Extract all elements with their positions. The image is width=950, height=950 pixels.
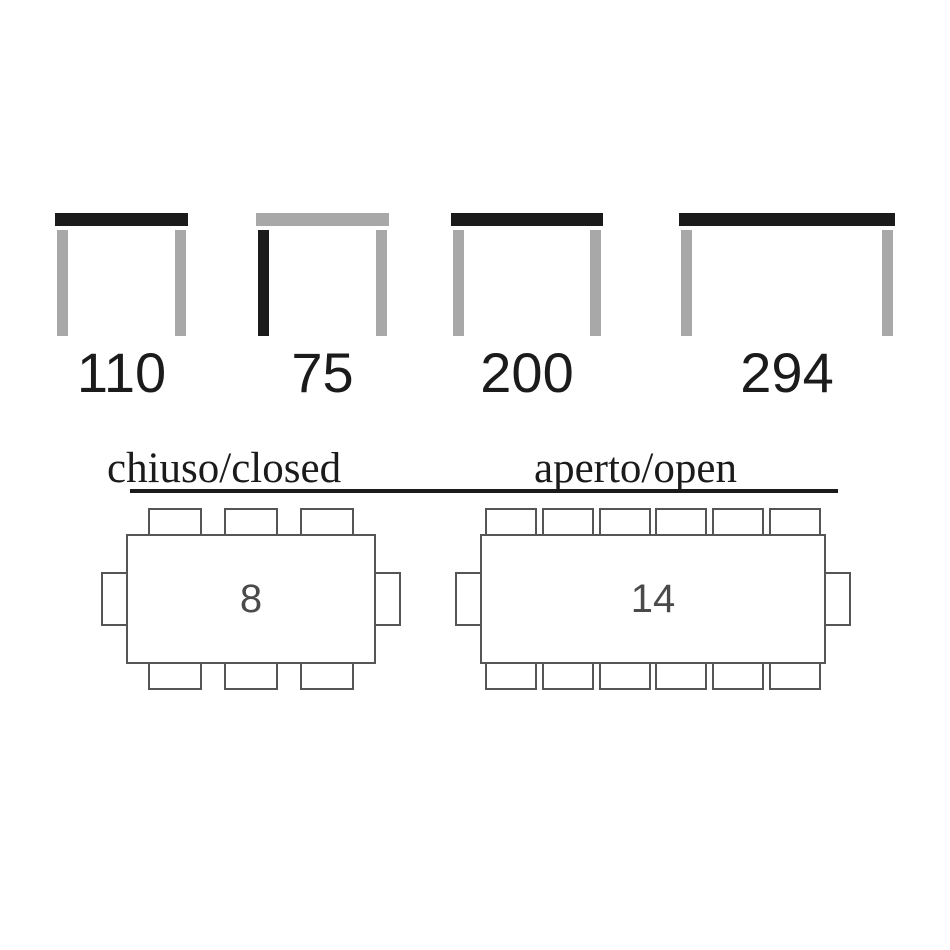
elevation-height-75 <box>256 213 389 338</box>
chair-top <box>224 508 278 536</box>
chair-top <box>712 508 765 536</box>
chair-bottom <box>655 662 708 690</box>
dimension-label-110: 110 <box>76 341 167 404</box>
elevation-width-closed-200 <box>451 213 603 338</box>
chair-bottom <box>712 662 765 690</box>
section-label-open: aperto/open <box>534 445 737 492</box>
chair-left <box>455 572 482 626</box>
chair-bottom <box>300 662 354 690</box>
elevation-depth-110 <box>55 213 188 338</box>
chair-bottom <box>484 662 537 690</box>
table-outline <box>126 534 376 664</box>
table-leg-right <box>882 230 893 336</box>
dimension-label-294: 294 <box>740 341 834 404</box>
table-top-bar <box>679 213 895 226</box>
dimension-label-200: 200 <box>480 341 574 404</box>
table-leg-right <box>376 230 387 336</box>
chair-top <box>300 508 354 536</box>
chair-bottom <box>541 662 594 690</box>
chair-top <box>541 508 594 536</box>
table-top-bar <box>451 213 603 226</box>
elevation-width-open-294 <box>679 213 895 338</box>
chair-bottom <box>769 662 822 690</box>
chair-top <box>598 508 651 536</box>
table-leg-left <box>258 230 269 336</box>
table-top-bar <box>256 213 389 226</box>
table-top-bar <box>55 213 188 226</box>
table-leg-left <box>453 230 464 336</box>
chair-bottom <box>148 662 202 690</box>
seat-count-label: 14 <box>630 577 676 621</box>
chair-right <box>824 572 851 626</box>
dimension-label-75: 75 <box>291 341 354 404</box>
chair-top <box>484 508 537 536</box>
chair-top <box>769 508 822 536</box>
seat-count-label: 8 <box>239 577 263 621</box>
table-leg-left <box>57 230 68 336</box>
section-label-closed: chiuso/closed <box>107 445 342 492</box>
chair-top <box>655 508 708 536</box>
section-divider-rule <box>130 489 838 493</box>
table-leg-left <box>681 230 692 336</box>
table-leg-right <box>590 230 601 336</box>
table-leg-right <box>175 230 186 336</box>
chair-bottom <box>598 662 651 690</box>
table-outline <box>480 534 826 664</box>
